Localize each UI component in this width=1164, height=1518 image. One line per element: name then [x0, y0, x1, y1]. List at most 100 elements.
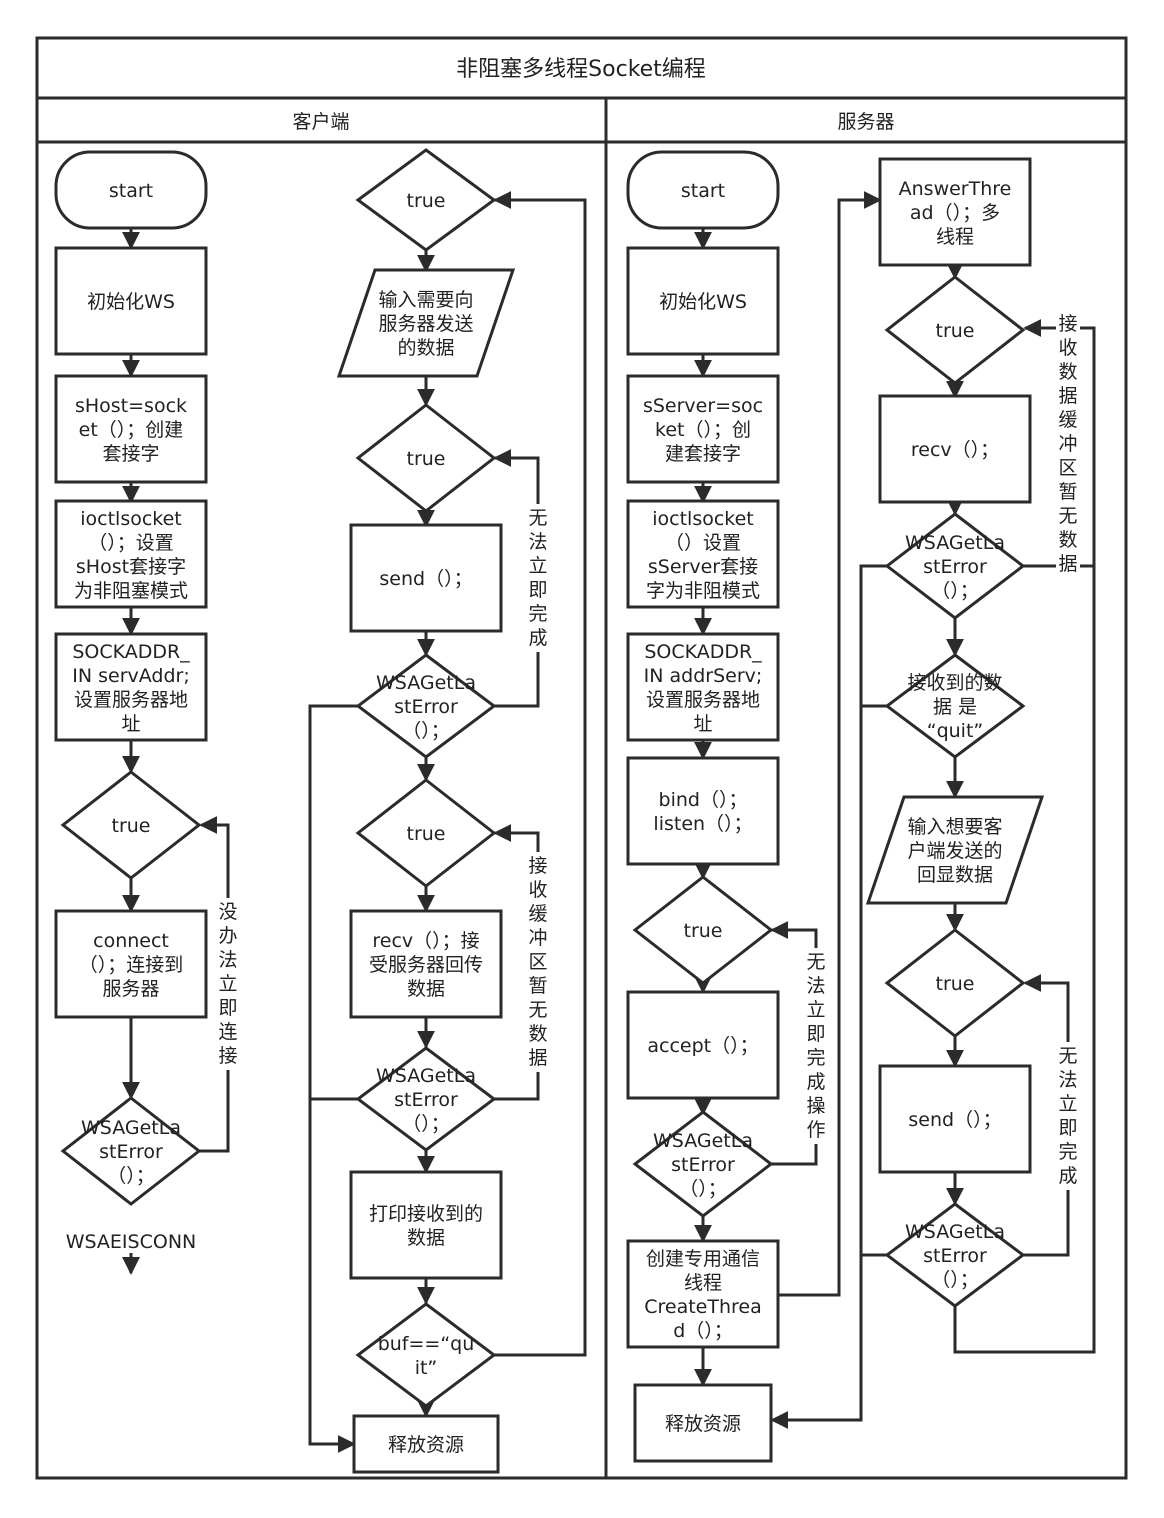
edge-label-char: 立 — [528, 555, 547, 577]
node-label-line: IN servAddr; — [72, 665, 190, 687]
edge-label-char: 无 — [528, 507, 547, 529]
edge-label-char: 即 — [218, 997, 237, 1019]
node-shape — [626, 990, 780, 1100]
edge-label-char: 完 — [1058, 1141, 1077, 1163]
node-label-line: SOCKADDR_ — [72, 641, 190, 663]
edge-label-char: 数 — [1058, 529, 1077, 551]
node-shape — [355, 403, 497, 513]
node-label-line: bind（）； — [659, 789, 748, 811]
node-label-line: recv（）；接 — [372, 930, 479, 952]
node-shape — [632, 875, 774, 985]
node-shape — [878, 394, 1032, 504]
edge-label-background — [526, 852, 550, 1072]
node-shape — [54, 246, 208, 356]
edge-label-char: 成 — [528, 627, 547, 649]
flow-node-c-send: send（）； — [349, 523, 503, 633]
node-label-line: （）设置 — [665, 532, 741, 554]
edge-label-char: 立 — [1058, 1093, 1077, 1115]
edge-label-char: 立 — [806, 999, 825, 1021]
node-label-line: 字为非阻模式 — [646, 580, 760, 602]
node-label-line: （）； — [402, 1113, 450, 1135]
node-shape — [626, 374, 780, 484]
node-label-line: true — [407, 823, 446, 845]
edge-label-char: 区 — [1058, 457, 1077, 479]
node-label-line: 输入需要向 — [378, 289, 473, 311]
node-label-line: SOCKADDR_ — [644, 641, 762, 663]
node-shape — [355, 1302, 497, 1408]
flow-node-s-true3: true — [884, 928, 1026, 1038]
node-shape — [884, 275, 1026, 385]
node-shape — [54, 909, 208, 1019]
node-shape — [352, 1414, 500, 1474]
node-label-line: CreateThrea — [644, 1296, 762, 1318]
node-label-line: （）； — [402, 720, 450, 742]
node-label-line: 线程 — [684, 1272, 722, 1294]
edge-loop-back — [953, 566, 1096, 1354]
node-shape — [884, 1202, 1026, 1308]
flow-node-c-bufquit: buf==“quit” — [355, 1302, 497, 1408]
edge-label-char: 收 — [1058, 337, 1077, 359]
edge-label-char: 冲 — [1058, 433, 1077, 455]
node-label-line: WSAGetLa — [653, 1130, 753, 1152]
node-label-line: ioctlsocket — [652, 508, 754, 530]
edge-label-char: 作 — [806, 1119, 825, 1141]
node-shape — [60, 1096, 202, 1206]
node-shape — [54, 374, 208, 484]
node-label-line: recv（）； — [911, 439, 999, 461]
node-label-line: 创建专用通信 — [646, 1248, 760, 1270]
flow-node-s-recv: recv（）； — [878, 394, 1032, 504]
edge-label-background — [1056, 1042, 1080, 1190]
node-label-line: 服务器发送 — [378, 313, 473, 335]
node-shape — [626, 632, 780, 742]
node-label-line: WSAEISCONN — [66, 1231, 197, 1253]
node-shape — [54, 499, 208, 609]
edge-label-char: 接 — [1058, 313, 1077, 335]
node-shape — [878, 1064, 1032, 1174]
node-label-line: 服务器 — [102, 978, 159, 1000]
node-label-line: 释放资源 — [665, 1413, 741, 1435]
node-shape — [626, 246, 780, 356]
edge-label-char: 无 — [1058, 1045, 1077, 1067]
node-label-line: 户端发送的 — [907, 840, 1002, 862]
flow-node-c-initws: 初始化WS — [54, 246, 208, 356]
node-label-line: stError — [923, 556, 987, 578]
node-label-line: 数据 — [407, 978, 445, 1000]
edge-label-char: 收 — [528, 879, 547, 901]
node-label-line: 的数据 — [397, 337, 454, 359]
node-shape — [349, 909, 503, 1019]
edge-label-char: 即 — [528, 579, 547, 601]
flow-node-s-true1: true — [632, 875, 774, 985]
node-shape — [355, 148, 497, 252]
edge-label-char: 操 — [806, 1095, 825, 1117]
node-label-line: 线程 — [936, 226, 974, 248]
node-shape — [355, 1046, 497, 1152]
flow-node-s-start: start — [626, 150, 780, 230]
edge-label-background — [526, 504, 550, 652]
edge-label-char: 数 — [528, 1023, 547, 1045]
node-shape — [355, 778, 497, 888]
edge-label-background — [1056, 310, 1080, 578]
node-label-line: （）； — [107, 1165, 155, 1187]
node-label-line: sHost套接字 — [76, 556, 186, 578]
edge-label-char: 立 — [218, 973, 237, 995]
node-label-line: stError — [394, 696, 458, 718]
node-shape — [884, 512, 1026, 620]
node-label-line: it” — [415, 1357, 438, 1379]
flow-node-c-true4: true — [355, 778, 497, 888]
node-shape — [865, 795, 1045, 905]
edge-label-char: 无 — [806, 951, 825, 973]
node-label-line: WSAGetLa — [376, 1065, 476, 1087]
diagram-title: 非阻塞多线程Socket编程 — [456, 57, 706, 82]
flow-node-s-accept: accept（）； — [626, 990, 780, 1100]
